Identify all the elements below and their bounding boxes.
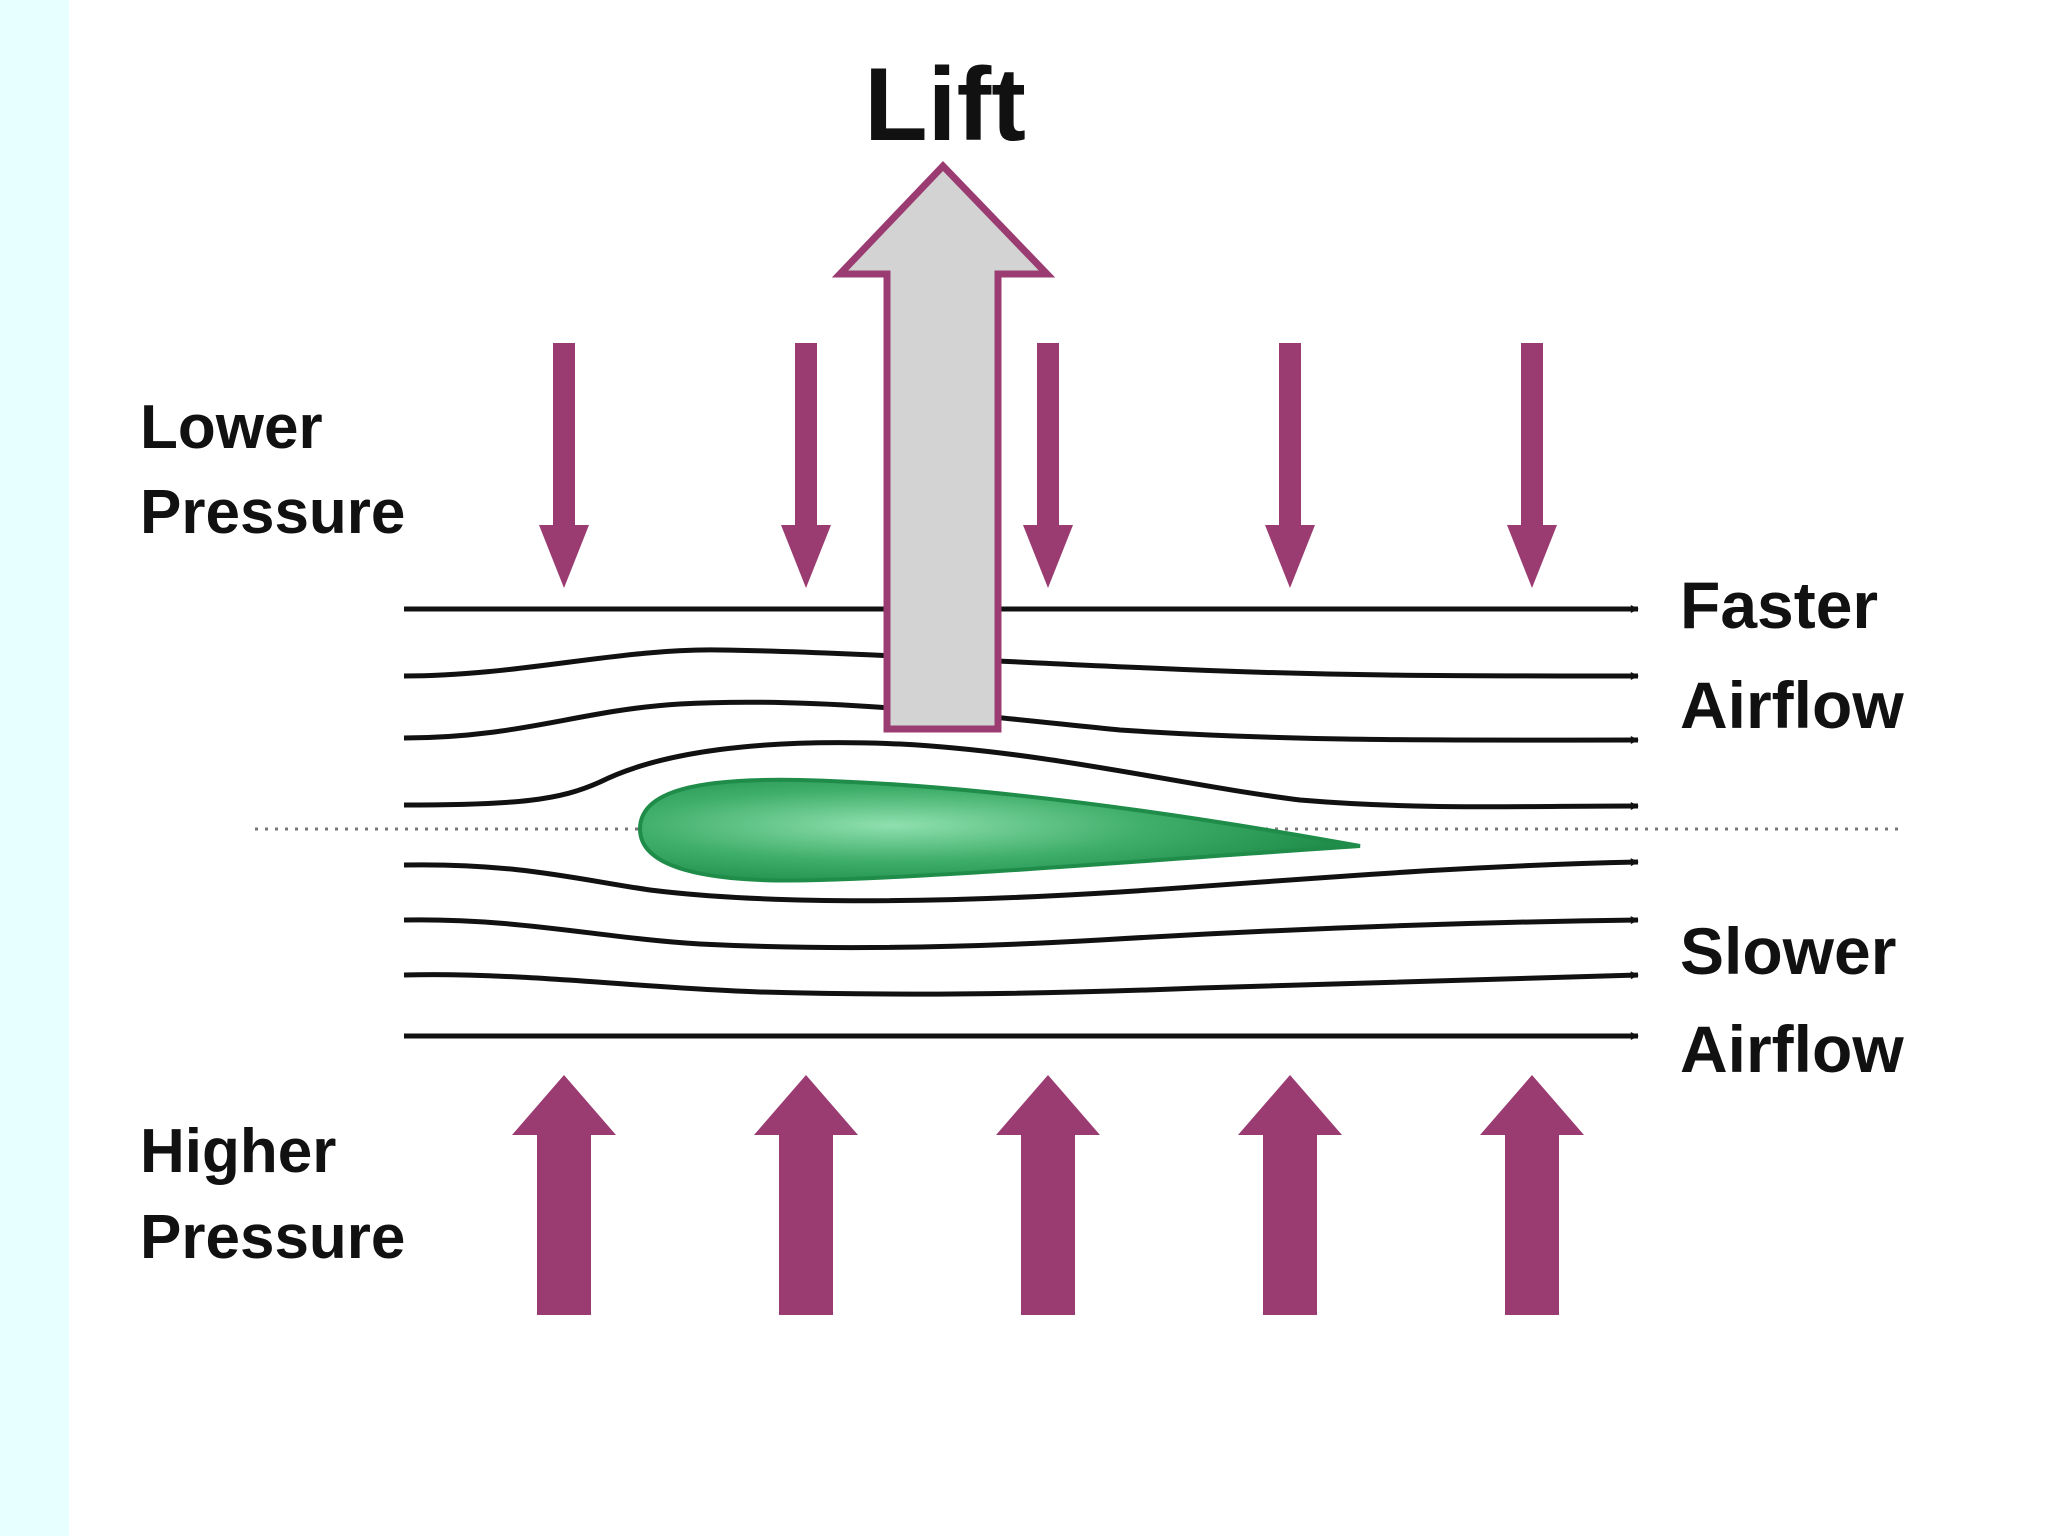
down-pressure-arrow [1265,343,1315,588]
faster-airflow-label-line2: Airflow [1680,668,1904,742]
lift-arrow [840,166,1047,729]
slower-airflow-label-line2: Airflow [1680,1012,1904,1086]
up-pressure-arrow [996,1075,1100,1315]
lower-pressure-label-line2: Pressure [140,478,405,547]
streamline [404,650,1638,676]
slower-airflow-label-line1: Slower [1680,914,1896,988]
lift-label: Lift [864,47,1026,163]
higher-pressure-arrows [512,1075,1584,1315]
streamline [404,975,1638,994]
down-pressure-arrow [1507,343,1557,588]
faster-airflow-label-line1: Faster [1680,568,1878,642]
up-pressure-arrow [754,1075,858,1315]
higher-pressure-label-line2: Pressure [140,1203,405,1272]
lower-pressure-arrows [539,343,1557,588]
down-pressure-arrow [781,343,831,588]
down-pressure-arrow [1023,343,1073,588]
up-pressure-arrow [1238,1075,1342,1315]
up-pressure-arrow [512,1075,616,1315]
streamline [404,702,1638,740]
down-pressure-arrow [539,343,589,588]
up-pressure-arrow [1480,1075,1584,1315]
higher-pressure-label-line1: Higher [140,1117,336,1186]
lower-pressure-label-line1: Lower [140,393,323,462]
streamline [404,920,1638,948]
